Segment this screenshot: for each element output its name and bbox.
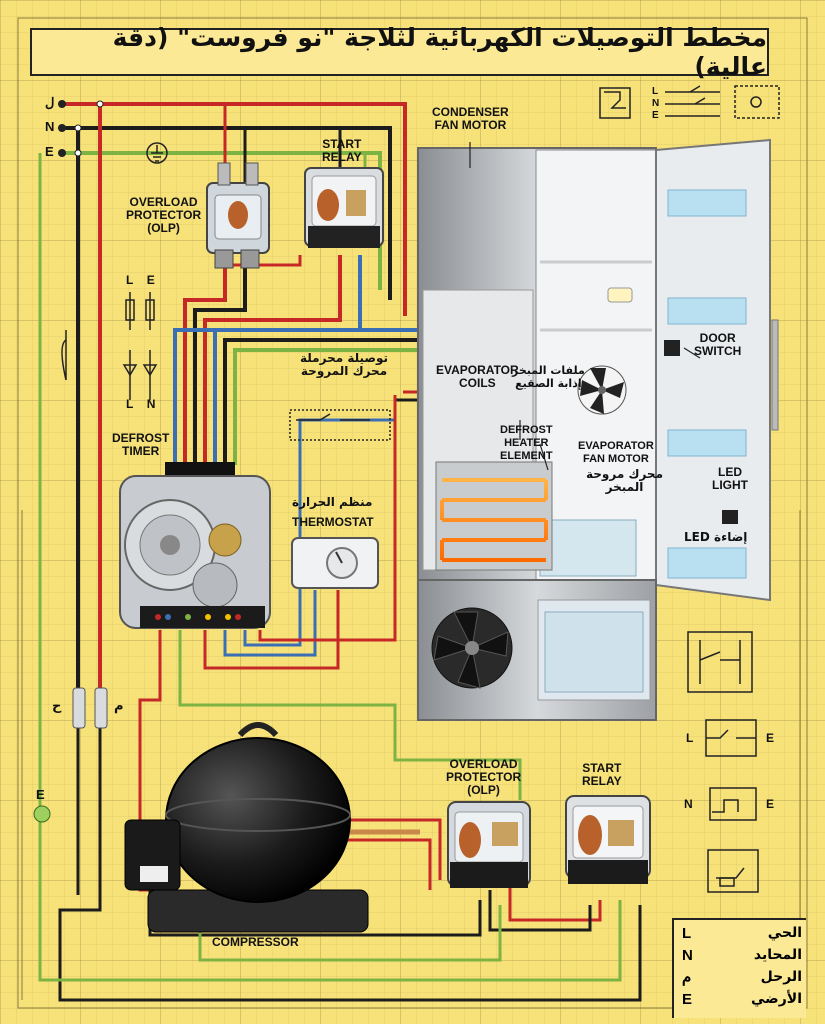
overload-protector-bottom <box>447 801 531 888</box>
sym-right-e: E <box>766 731 775 745</box>
sym-le-label: L E <box>126 273 155 287</box>
overload-protector-top <box>206 162 270 269</box>
legend-abbr: N <box>682 946 693 964</box>
legend-abbr: E <box>682 990 693 1008</box>
start-relay-bottom <box>565 795 651 884</box>
compressor-unit <box>124 722 420 933</box>
door-switch <box>664 340 680 356</box>
thermostat-wires <box>203 395 397 670</box>
legend: L الحي N المحايد م الرحل E الأرضي <box>672 918 806 1018</box>
live-line <box>62 102 407 316</box>
start-relay-top <box>304 167 384 248</box>
led-light-ar-label: إضاءة LED <box>684 530 748 544</box>
earth-terminal-icon <box>33 805 51 823</box>
sym-right-n: N <box>684 797 693 811</box>
legend-row: م الرحل <box>682 968 802 986</box>
earth-line-label: E <box>45 144 54 159</box>
sym-right-l: L <box>686 731 694 745</box>
live-line-label: ل <box>45 95 55 110</box>
thermostat-ar-label: منظم الحرارة <box>292 495 373 509</box>
page-title: مخطط التوصيلات الكهربائية لثلاجة "نو فرو… <box>30 23 769 81</box>
leader-lines <box>469 142 701 471</box>
legend-row: E الأرضي <box>682 990 802 1008</box>
compressor-label: COMPRESSOR <box>212 935 299 949</box>
compartment-fan <box>431 607 513 689</box>
evaporator-coils <box>435 461 553 571</box>
ground-symbol-icon <box>146 142 168 164</box>
legend-abbr: L <box>682 924 692 942</box>
sym-right-e2: E <box>766 797 775 811</box>
neutral-line <box>62 126 392 300</box>
fuse-left-label: ح <box>52 699 62 714</box>
legend-name: الرحل <box>760 969 802 985</box>
fuses <box>72 687 108 729</box>
legend-name: المحايد <box>753 947 802 963</box>
legend-row: N المحايد <box>682 946 802 964</box>
thermostat-device <box>291 537 379 589</box>
legend-row: L الحي <box>682 924 802 942</box>
led-light <box>607 287 738 524</box>
earth-left-label: E <box>36 787 45 802</box>
legend-name: الحي <box>767 925 802 941</box>
thermostat-label: THERMOSTAT <box>292 515 374 529</box>
evaporator-fan <box>577 365 627 415</box>
legend-abbr: م <box>682 969 692 986</box>
fuse-right-label: م <box>114 699 124 714</box>
line-terminals <box>58 100 104 157</box>
neutral-line-label: N <box>45 119 55 134</box>
legend-name: الأرضي <box>751 991 802 1007</box>
refrigerator-cabinet <box>417 138 779 721</box>
schematic-symbols <box>61 85 780 893</box>
sym-ln-label: L N <box>126 397 156 411</box>
defrost-timer <box>119 462 271 629</box>
